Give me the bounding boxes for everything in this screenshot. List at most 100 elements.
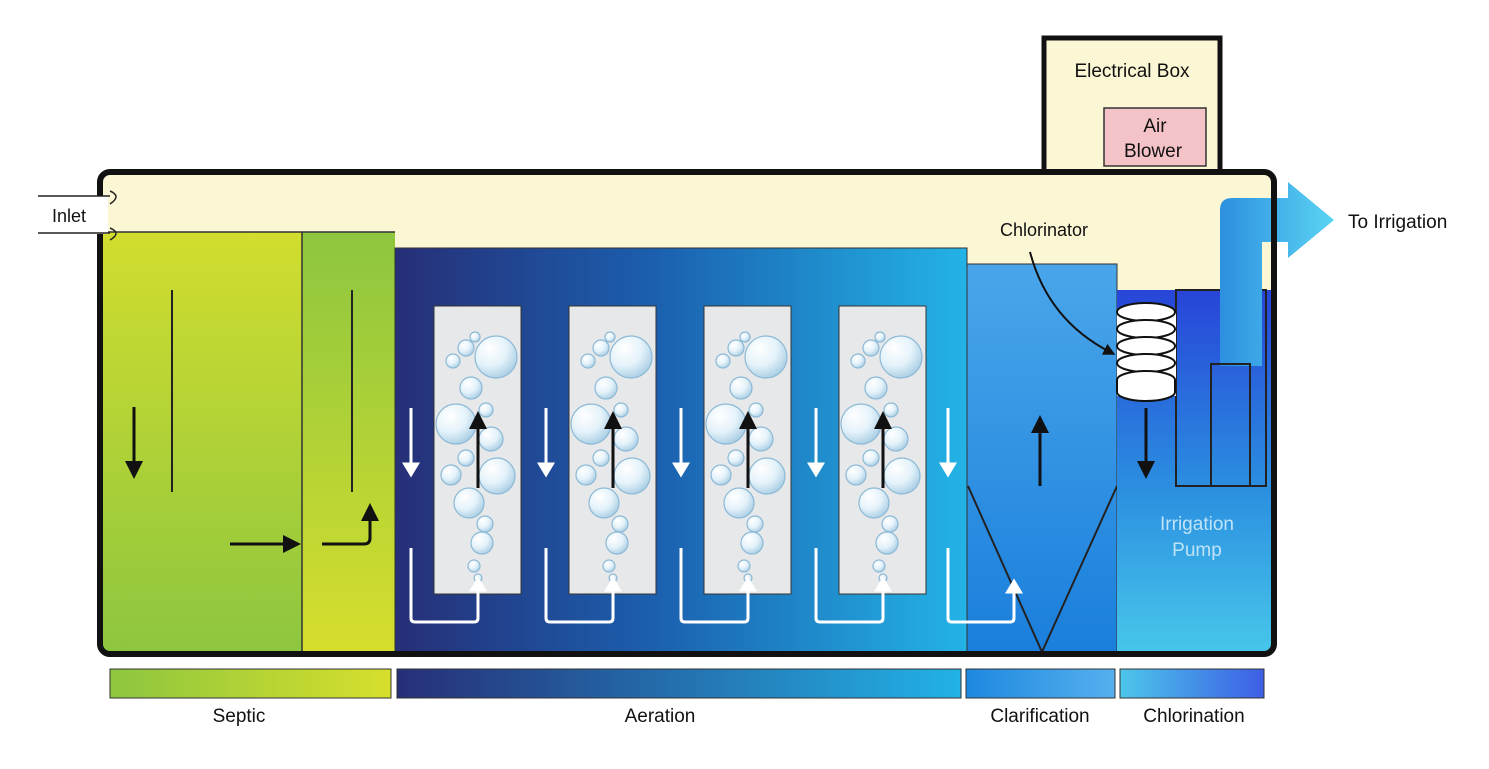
air-bubble <box>746 515 764 533</box>
air-bubble <box>862 339 880 357</box>
aeration-diffuser-panels <box>402 305 927 624</box>
air-bubble <box>592 339 610 357</box>
air-bubble <box>592 449 610 467</box>
air-bubble <box>739 331 751 343</box>
air-bubble <box>715 353 731 369</box>
septic-primary-chamber <box>103 232 302 652</box>
air-bubble <box>453 487 485 519</box>
stage-bar-clarification <box>965 668 1116 699</box>
air-bubble <box>588 487 620 519</box>
septic-up-arrow <box>322 503 379 546</box>
air-bubble <box>611 515 629 533</box>
inlet-pipe-end <box>109 190 117 241</box>
air-bubble <box>604 331 616 343</box>
air-bubble <box>608 573 618 583</box>
air-bubble <box>467 559 481 573</box>
air-bubble <box>602 559 616 573</box>
chlorinator-tablet <box>1116 319 1176 339</box>
chlorinator-tablets <box>1116 302 1176 402</box>
air-bubble <box>740 531 764 555</box>
air-bubble <box>883 426 909 452</box>
air-bubble <box>570 403 612 445</box>
aeration-flow-u-arrow <box>679 548 757 624</box>
air-blower <box>1103 107 1207 167</box>
air-bubble <box>727 449 745 467</box>
stage-bar-chlorination <box>1119 668 1265 699</box>
air-bubble <box>862 449 880 467</box>
to-irrigation-label: To Irrigation <box>1348 212 1447 233</box>
stage-label-chlorination: Chlorination <box>1143 706 1244 727</box>
stage-label-clarification: Clarification <box>990 706 1089 727</box>
air-bubble <box>445 353 461 369</box>
air-bubble <box>613 402 629 418</box>
air-bubble <box>457 449 475 467</box>
tank-outline <box>97 169 1277 657</box>
air-bubble <box>605 531 629 555</box>
air-bubble <box>729 376 753 400</box>
air-bubble <box>883 457 921 495</box>
irrigation-pump <box>1210 363 1251 487</box>
air-bubble <box>879 335 923 379</box>
air-bubble <box>858 487 890 519</box>
air-bubble <box>435 403 477 445</box>
air-bubble <box>883 402 899 418</box>
chlorinator-tablet <box>1116 336 1176 356</box>
air-bubble <box>872 559 886 573</box>
chlorinator-tablet <box>1116 302 1176 322</box>
air-bubble <box>440 464 462 486</box>
air-bubble <box>710 464 732 486</box>
chlorinator-tablet <box>1116 353 1176 373</box>
stage-label-septic: Septic <box>213 706 266 727</box>
air-bubble <box>474 335 518 379</box>
stage-legend: Septic Aeration Clarification Chlorinati… <box>109 668 1265 727</box>
air-bubble <box>748 402 764 418</box>
air-bubble <box>878 573 888 583</box>
air-bubble <box>613 457 651 495</box>
air-bubble <box>705 403 747 445</box>
aeration-flow-u-arrow <box>409 548 487 624</box>
outlet-pipe <box>1220 182 1334 366</box>
air-bubble <box>594 376 618 400</box>
aeration-flow-u-arrow <box>814 548 892 624</box>
chlorinator-tablet-bottom <box>1116 380 1176 402</box>
inlet-pipe <box>38 196 108 234</box>
air-bubble <box>875 531 899 555</box>
air-bubble <box>459 376 483 400</box>
air-bubble <box>613 426 639 452</box>
air-bubble <box>737 559 751 573</box>
inlet-label: Inlet <box>52 206 86 226</box>
air-bubble <box>874 331 886 343</box>
air-bubble <box>469 331 481 343</box>
aeration-panel-1 <box>402 305 522 624</box>
irrigation-pump-label-line2: Pump <box>1172 540 1222 561</box>
air-bubble <box>580 353 596 369</box>
air-bubble <box>478 457 516 495</box>
air-bubble <box>470 531 494 555</box>
irrigation-pump-label-line1: Irrigation <box>1160 514 1234 535</box>
air-bubble <box>478 402 494 418</box>
clarifier-inflow-arrow <box>946 548 1023 624</box>
electrical-box-label: Electrical Box <box>1074 61 1190 82</box>
air-bubble <box>457 339 475 357</box>
air-bubble <box>840 403 882 445</box>
air-bubble <box>850 353 866 369</box>
air-blower-label-line2: Blower <box>1124 141 1183 162</box>
chlorinator-label: Chlorinator <box>1000 220 1088 240</box>
air-blower-label-line1: Air <box>1143 116 1167 137</box>
chlorinator-pointer-arrow <box>1029 251 1116 355</box>
air-bubble <box>478 426 504 452</box>
air-bubble <box>727 339 745 357</box>
air-bubble <box>744 335 788 379</box>
stage-bar-septic <box>109 668 392 699</box>
air-bubble <box>845 464 867 486</box>
air-bubble <box>743 573 753 583</box>
air-bubble <box>476 515 494 533</box>
aeration-panel-4 <box>807 305 927 624</box>
aeration-panel-2 <box>537 305 657 624</box>
air-bubble <box>609 335 653 379</box>
air-bubble <box>723 487 755 519</box>
clarification-chamber <box>966 263 1118 653</box>
air-bubble <box>881 515 899 533</box>
aeration-flow-u-arrow <box>544 548 622 624</box>
